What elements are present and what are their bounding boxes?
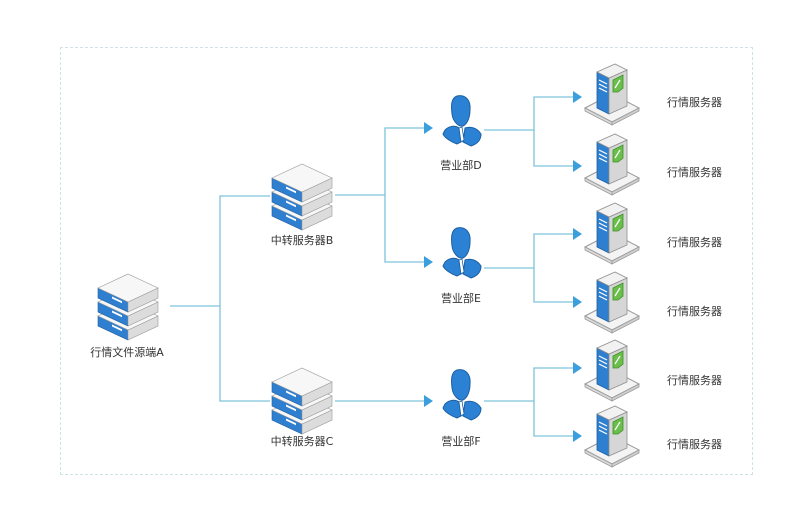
edge-source-relays	[219, 195, 270, 402]
arrow-to-branch-d	[424, 122, 433, 134]
person-icon	[442, 227, 482, 279]
diagram-frame	[60, 47, 753, 475]
rack-server-icon	[97, 273, 159, 341]
tower-server-icon	[584, 63, 640, 126]
arrow-to-quote-server	[573, 430, 582, 442]
quote-server-label: 行情服务器	[667, 166, 722, 179]
tower-server-icon	[584, 405, 640, 468]
tower-server-icon	[584, 133, 640, 196]
branch-e-label: 营业部E	[441, 292, 481, 305]
arrow-to-quote-server	[573, 91, 582, 103]
relay-b-label: 中转服务器B	[270, 234, 334, 247]
edge-branch-to-servers	[533, 96, 575, 167]
arrow-to-quote-server	[573, 160, 582, 172]
quote-server-label: 行情服务器	[667, 236, 722, 249]
arrow-to-branch-e	[424, 256, 433, 268]
rack-server-icon	[271, 163, 333, 231]
quote-server-label: 行情服务器	[667, 96, 722, 109]
arrow-to-quote-server	[573, 296, 582, 308]
quote-server-label: 行情服务器	[667, 374, 722, 387]
edge-relay-b-branches	[384, 127, 428, 263]
source-label: 行情文件源端A	[90, 346, 164, 359]
branch-f-label: 营业部F	[441, 435, 481, 448]
arrow-to-quote-server	[573, 362, 582, 374]
quote-server-label: 行情服务器	[667, 438, 722, 451]
connector-lines	[170, 91, 582, 442]
branch-d-label: 营业部D	[440, 159, 482, 172]
tower-server-icon	[584, 271, 640, 334]
quote-server-label: 行情服务器	[667, 305, 722, 318]
edge-branch-to-servers	[533, 233, 575, 303]
arrow-to-branch-f	[424, 395, 433, 407]
person-icon	[442, 95, 482, 147]
relay-c-label: 中转服务器C	[270, 435, 334, 448]
edge-branch-to-servers	[533, 367, 575, 437]
rack-server-icon	[271, 367, 333, 435]
tower-server-icon	[584, 339, 640, 402]
tower-server-icon	[584, 202, 640, 265]
arrow-to-quote-server	[573, 228, 582, 240]
node-icons	[97, 63, 640, 468]
person-icon	[442, 369, 482, 421]
